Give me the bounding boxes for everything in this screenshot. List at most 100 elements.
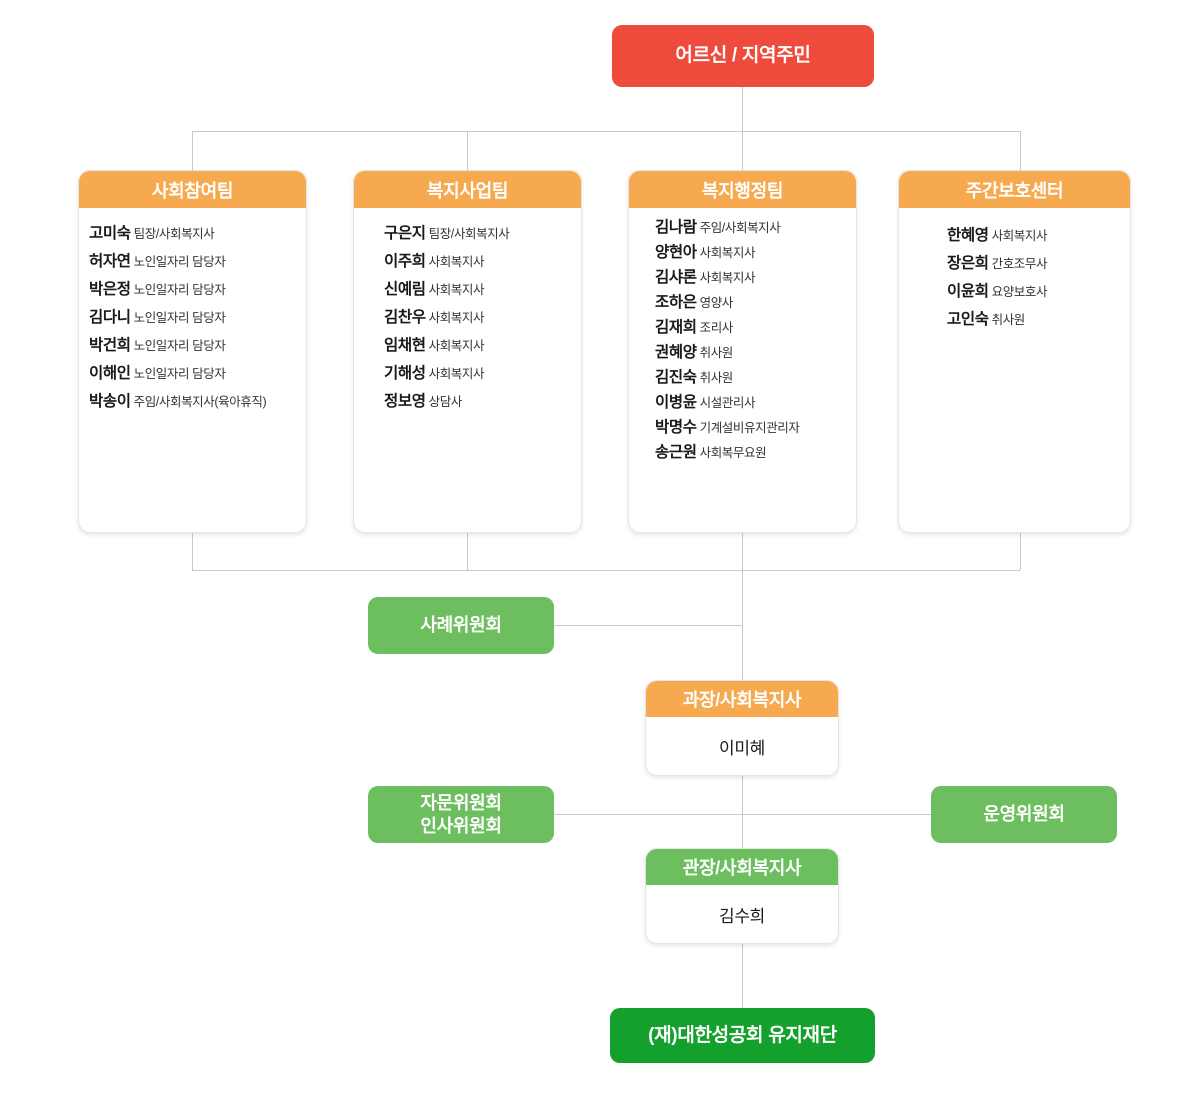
member-name: 송근원: [655, 444, 697, 461]
member-name: 허자연: [89, 253, 131, 270]
member-role: 영양사: [699, 296, 734, 310]
connector-drop-team-2: [742, 131, 743, 170]
member-role: 사회복지사: [428, 339, 485, 353]
connector-bottom-bus: [192, 570, 1020, 571]
member-name: 박은정: [89, 281, 131, 298]
member-role: 취사원: [699, 346, 734, 360]
member-name: 신예림: [384, 281, 426, 298]
member-name: 고미숙: [89, 225, 131, 242]
committee-hr-label: 인사위원회: [420, 815, 502, 836]
member-name: 김재희: [655, 319, 697, 336]
member-name: 김나람: [655, 219, 697, 236]
member-name: 박명수: [655, 419, 697, 436]
member-name: 박건희: [89, 337, 131, 354]
connector-top-bus: [192, 131, 1020, 132]
member-name: 조하은: [655, 294, 697, 311]
member-name: 고인숙: [947, 311, 989, 328]
committee-advisory-label: 자문위원회: [420, 793, 502, 813]
member-role: 노인일자리 담당자: [133, 339, 226, 353]
member-name: 김찬우: [384, 309, 426, 326]
member-role: 사회복무요원: [699, 446, 767, 460]
member-name: 양현아: [655, 244, 697, 261]
member-name: 장은희: [947, 255, 989, 272]
member-role: 시설관리사: [699, 396, 756, 410]
member-name: 이해인: [89, 365, 131, 382]
manager-name: 이미혜: [718, 738, 766, 758]
member-role: 상담사: [428, 395, 463, 409]
committee-case[interactable]: 사례위원회: [368, 597, 554, 654]
member-role: 간호조무사: [991, 257, 1048, 271]
member-role: 주임/사회복지사: [699, 221, 781, 235]
node-foundation[interactable]: (재)대한성공회 유지재단: [610, 1008, 875, 1063]
card-manager[interactable]: 과장/사회복지사 이미혜: [645, 680, 839, 776]
member-role: 사회복지사: [699, 246, 756, 260]
member-role: 사회복지사: [991, 229, 1048, 243]
committee-advisory-hr[interactable]: 자문위원회 인사위원회: [368, 786, 554, 843]
node-clients[interactable]: 어르신 / 지역주민: [612, 25, 874, 87]
member-role: 팀장/사회복지사: [133, 227, 215, 241]
connector-drop-team-0: [192, 131, 193, 170]
member-name: 김진숙: [655, 369, 697, 386]
connector-rise-team-3: [1020, 533, 1021, 570]
member-name: 박송이: [89, 393, 131, 410]
member-role: 사회복지사: [428, 311, 485, 325]
team-title: 주간보호센터: [899, 171, 1130, 208]
member-name: 기해성: [384, 365, 426, 382]
connector-drop-team-3: [1020, 131, 1021, 170]
connector-rise-team-0: [192, 533, 193, 570]
member-name: 이주희: [384, 253, 426, 270]
connector-rise-team-1: [467, 533, 468, 570]
member-role: 취사원: [991, 313, 1026, 327]
member-role: 요양보호사: [991, 285, 1048, 299]
card-director[interactable]: 관장/사회복지사 김수희: [645, 848, 839, 944]
member-role: 노인일자리 담당자: [133, 283, 226, 297]
member-role: 기계설비유지관리자: [699, 421, 800, 435]
member-role: 사회복지사: [699, 271, 756, 285]
member-name: 정보영: [384, 393, 426, 410]
director-body: 김수희: [646, 885, 838, 943]
member-role: 조리사: [699, 321, 734, 335]
member-role: 노인일자리 담당자: [133, 367, 226, 381]
member-name: 이윤희: [947, 283, 989, 300]
member-role: 사회복지사: [428, 283, 485, 297]
member-name: 김샤론: [655, 269, 697, 286]
connector-case-link: [554, 625, 742, 626]
member-name: 임채현: [384, 337, 426, 354]
member-name: 이병윤: [655, 394, 697, 411]
connector-committee-link: [554, 814, 931, 815]
manager-body: 이미혜: [646, 717, 838, 775]
team-title: 복지행정팀: [629, 171, 856, 208]
member-role: 취사원: [699, 371, 734, 385]
committee-steering[interactable]: 운영위원회: [931, 786, 1117, 843]
member-name: 권혜양: [655, 344, 697, 361]
team-title: 복지사업팀: [354, 171, 581, 208]
member-role: 주임/사회복지사(육아휴직): [133, 395, 267, 409]
member-role: 노인일자리 담당자: [133, 311, 226, 325]
member-role: 팀장/사회복지사: [428, 227, 510, 241]
member-role: 노인일자리 담당자: [133, 255, 226, 269]
manager-title: 과장/사회복지사: [646, 681, 838, 717]
